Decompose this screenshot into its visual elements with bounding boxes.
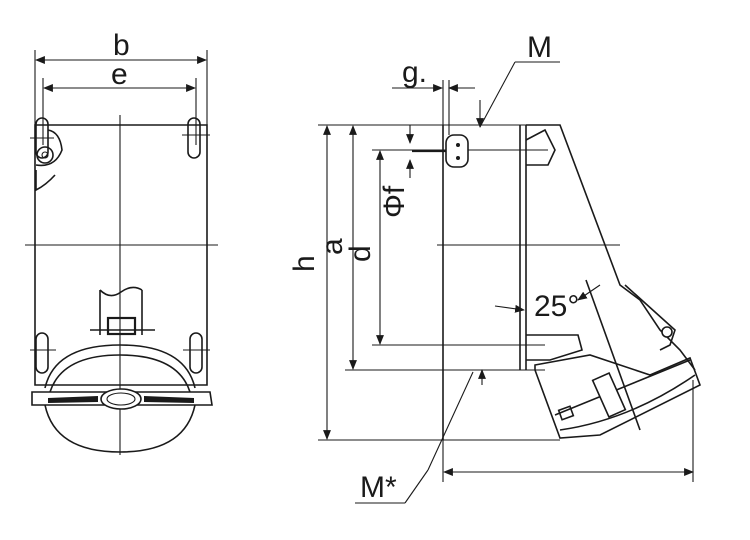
gasket-screw <box>445 134 469 168</box>
lid-dome-top <box>44 344 196 389</box>
label-a: a <box>316 238 349 255</box>
label-phi-f: Φf <box>378 185 411 218</box>
hinge-right-blade <box>144 396 194 403</box>
lid-dome-bottom <box>44 404 196 453</box>
lid-center-boss <box>100 388 142 410</box>
angle-arrow-left <box>494 304 525 313</box>
label-e: e <box>111 58 128 91</box>
label-h: h <box>288 255 321 272</box>
side-view: g. M h a d Φf 25° M* <box>288 31 701 504</box>
housing-bottom-lip <box>526 334 583 361</box>
socket-axis <box>585 279 641 431</box>
label-b: b <box>113 29 130 62</box>
housing-top-lip <box>525 128 556 166</box>
hinge-left-blade <box>48 396 98 403</box>
label-angle: 25° <box>534 290 579 323</box>
M-star-leader <box>427 371 474 471</box>
lid-pivot <box>661 326 673 338</box>
mount-hole-top-left <box>30 117 63 192</box>
mount-hole-bottom-right <box>183 332 210 374</box>
angled-socket <box>534 279 701 439</box>
housing-slope <box>526 124 696 371</box>
mount-hole-bottom-left <box>30 332 56 374</box>
label-M: M <box>527 31 552 64</box>
socket-latch <box>106 316 137 336</box>
label-d: d <box>344 245 377 262</box>
lid-arm <box>624 284 676 351</box>
label-M-star: M* <box>360 471 397 504</box>
label-g: g. <box>402 56 427 89</box>
M-leader <box>479 61 516 128</box>
angle-arrow-right <box>577 284 601 301</box>
lid-hinge-bar <box>31 391 213 406</box>
front-view: b e <box>25 29 218 455</box>
socket-clamp <box>591 372 627 418</box>
socket-top-curve <box>99 286 143 297</box>
mount-hole-top-right <box>182 117 210 159</box>
lid-dome-inner <box>49 354 191 393</box>
front-body-outline <box>34 124 208 386</box>
